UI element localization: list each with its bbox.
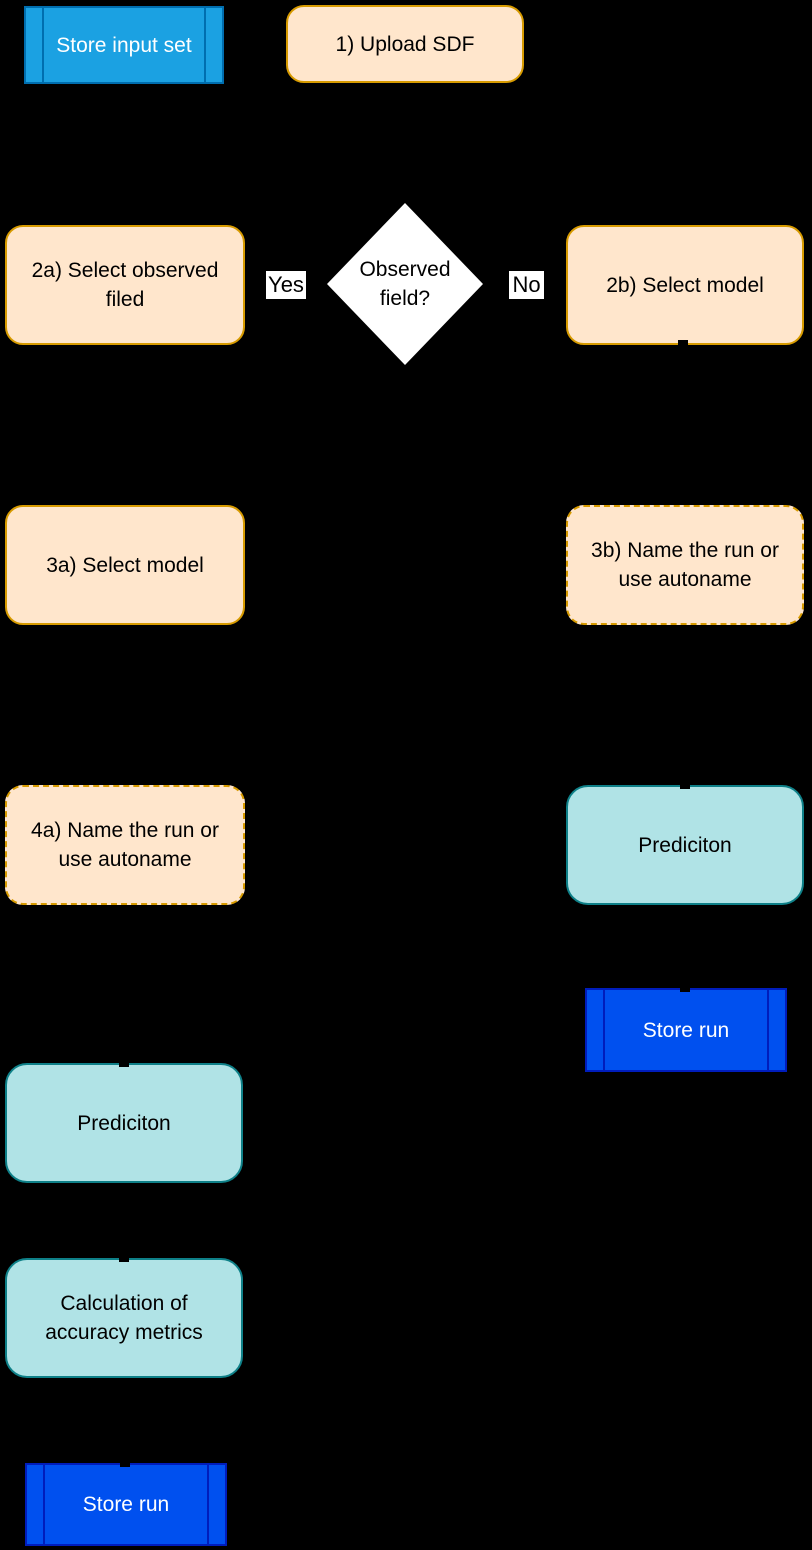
arrow-tip [678,340,688,346]
select-observed-field-node[interactable]: 2a) Select observed filed [5,225,245,345]
observed-field-decision-node[interactable]: Observed field? [327,203,483,365]
predefined-process-right-bar [204,8,206,82]
no-branch-label: No [509,271,544,299]
select-model-yes-branch-label: 3a) Select model [46,553,204,577]
arrow-tip [120,1461,130,1467]
store-run-yes-branch-node[interactable]: Store run [25,1463,227,1546]
store-run-no-branch-label: Store run [642,1018,730,1042]
upload-sdf-node[interactable]: 1) Upload SDF [286,5,524,83]
calculation-metrics-node[interactable]: Calculation of accuracy metrics [5,1258,243,1378]
select-model-yes-branch-node[interactable]: 3a) Select model [5,505,245,625]
predefined-process-right-bar [767,990,769,1070]
arrow-tip [119,1256,129,1262]
observed-field-decision-label: Observed field? [359,258,451,310]
name-run-yes-branch-node[interactable]: 4a) Name the run or use autoname [5,785,245,905]
prediction-no-branch-label: Prediciton [638,833,732,857]
store-input-set-label: Store input set [56,33,192,57]
select-observed-field-label: 2a) Select observed filed [31,259,219,311]
arrow-tip [119,1061,129,1067]
calculation-metrics-label: Calculation of accuracy metrics [45,1292,203,1344]
store-run-no-branch-node[interactable]: Store run [585,988,787,1072]
select-model-no-branch-label: 2b) Select model [606,273,764,297]
yes-branch-text: Yes [268,272,304,297]
name-run-yes-branch-label: 4a) Name the run or use autoname [31,819,219,871]
upload-sdf-label: 1) Upload SDF [335,32,475,56]
prediction-yes-branch-node[interactable]: Prediciton [5,1063,243,1183]
predefined-process-left-bar [603,990,605,1070]
prediction-no-branch-node[interactable]: Prediciton [566,785,804,905]
name-run-no-branch-node[interactable]: 3b) Name the run or use autoname [566,505,804,625]
predefined-process-left-bar [43,1465,45,1544]
arrow-tip [680,986,690,992]
yes-branch-label: Yes [266,271,306,299]
predefined-process-right-bar [207,1465,209,1544]
select-model-no-branch-node[interactable]: 2b) Select model [566,225,804,345]
predefined-process-left-bar [42,8,44,82]
prediction-yes-branch-label: Prediciton [77,1111,171,1135]
name-run-no-branch-label: 3b) Name the run or use autoname [591,539,779,591]
store-input-set-node[interactable]: Store input set [24,6,224,84]
store-run-yes-branch-label: Store run [82,1493,170,1516]
arrow-tip [680,783,690,789]
no-branch-text: No [512,272,541,297]
